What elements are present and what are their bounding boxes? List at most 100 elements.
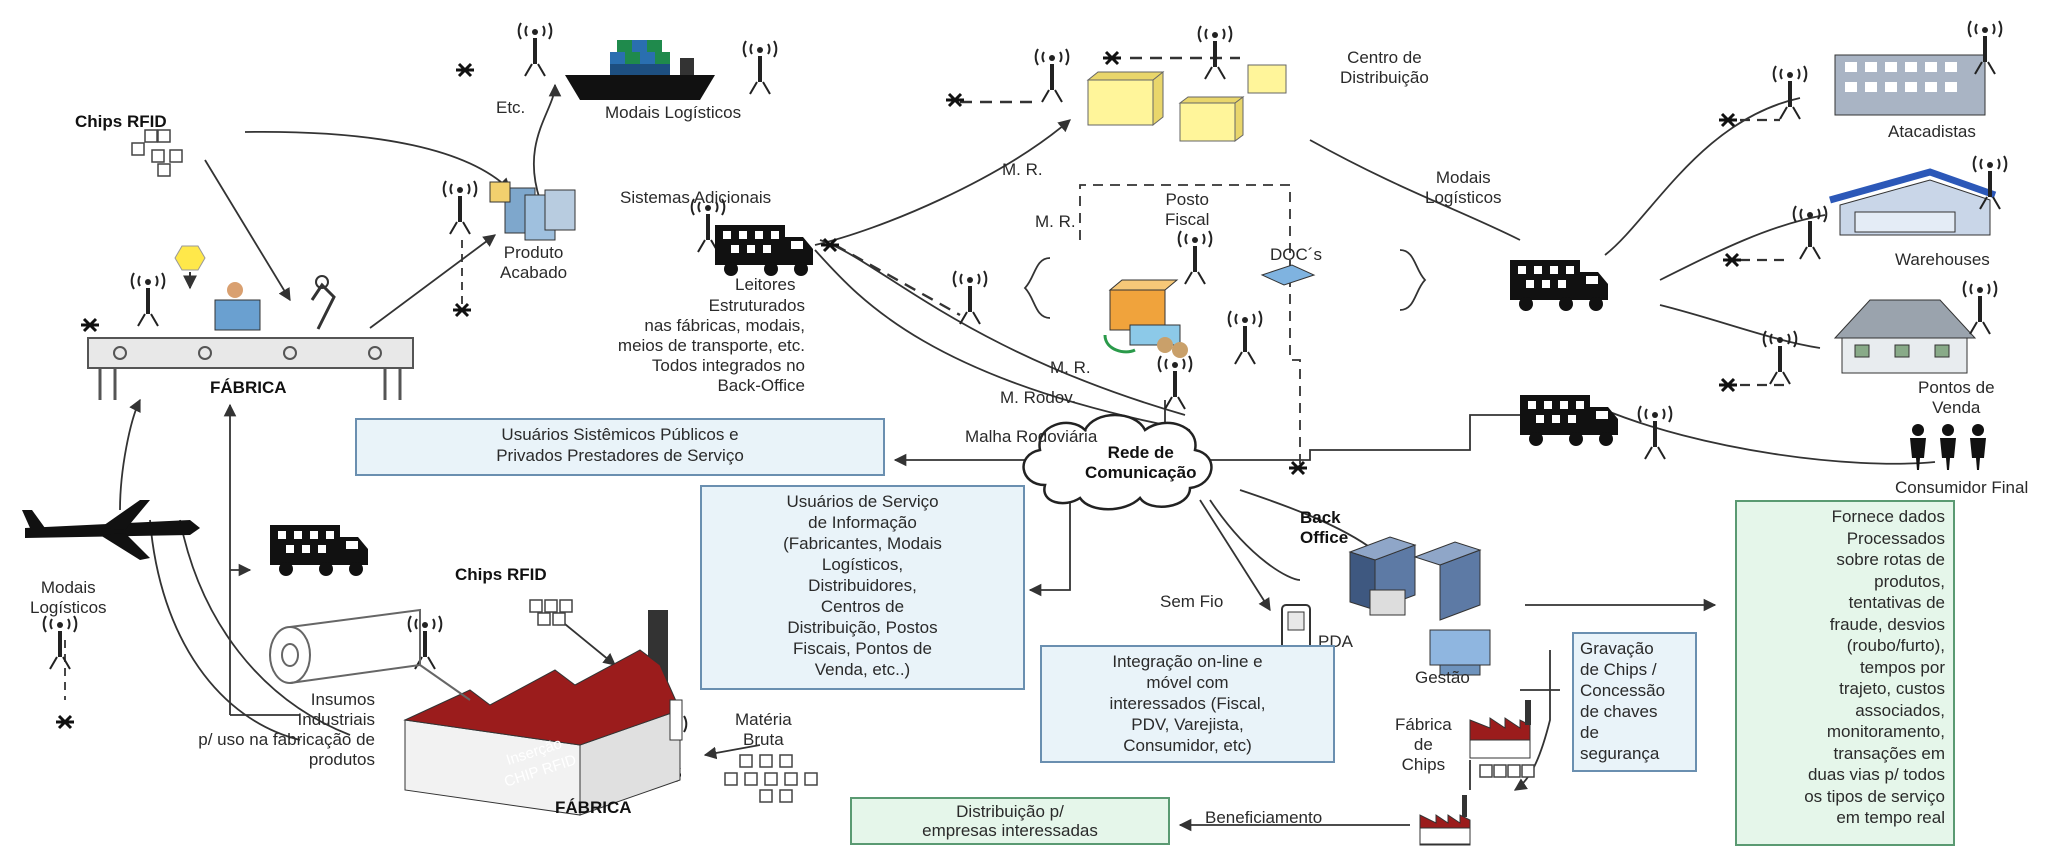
warehouse-icon [1829,155,2008,236]
box-line: Fornece dados [1831,507,1945,526]
insumos-label-line: Industriais [297,710,375,729]
box-line: Concessão [1580,681,1666,700]
consumidor-final-label: Consumidor Final [1895,478,2029,497]
box-line: Gravação [1580,639,1654,658]
distribuicao-label-line: Distribuição [1340,68,1429,87]
usuarios-servico-box: Usuários de Serviço de Informação (Fabri… [700,485,1025,690]
box-line: sobre rotas de [1836,550,1945,569]
modais-label-line: Modais [1435,168,1491,187]
airplane-icon [22,500,200,560]
box-line: Usuários Sistêmicos Públicos e [501,425,739,444]
etc-label: Etc. [496,98,526,117]
box-line: Fiscais, Pontos de [793,639,932,658]
de-label-line: de [1413,735,1433,754]
logisticos-label-line: Logísticos [1425,188,1502,207]
box-line: Consumidor, etc) [1123,736,1252,755]
box-line: Distribuição p/ [956,802,1064,821]
pontos-venda-label: Pontos de Venda [1918,378,1995,418]
insumos-label-line: produtos [308,750,375,769]
box-line: Integração on-line e [1112,652,1263,671]
warehouses-label: Warehouses [1895,250,1990,269]
beneficiamento-factory-icon [1419,795,1471,846]
centro-label-line: Centro de [1347,48,1422,67]
venda-label-line: Venda [1932,398,1981,417]
lamp-icon [174,245,206,290]
connection-lines [64,56,1936,832]
centro-distribuicao-label: Centro de Distribuição [1340,48,1429,88]
modais-logisticos-right-label: Modais Logísticos [1425,168,1502,208]
logisticos-label-line: Logísticos [30,598,107,617]
box-line: empresas interessadas [922,821,1098,840]
box-line: Distribuidores, [808,576,917,595]
conveyor-icon [87,275,414,400]
leitores-desc-line: Todos integrados no [651,356,805,375]
posto-fiscal-label: Posto Fiscal [1165,190,1209,230]
box-line: Usuários de Serviço [786,492,939,511]
materia-bruta-label: Matéria Bruta [735,710,792,750]
cloud-icon [1022,413,1213,511]
leitores-desc-line: meios de transporte, etc. [617,336,805,355]
box-line: transações em [1833,743,1946,763]
ship-icon [565,40,715,100]
docs-label: DOC´s [1270,245,1322,264]
insumos-label-line: p/ uso na fabricação de [198,730,375,749]
box-line: segurança [1580,744,1660,763]
box-line: Logísticos, [821,555,904,574]
bracket-lines [1023,249,1427,319]
box-line: associados, [1855,700,1945,720]
fornece-dados-box: Fornece dados Processados sobre rotas de… [1735,500,1955,846]
gestao-label: Gestão [1415,668,1470,687]
office-label-line: Office [1300,528,1349,547]
leitores-label: Leitores [735,275,796,294]
usuarios-sistemicos-box: Usuários Sistêmicos Públicos e Privados … [355,418,885,476]
house-icon [1833,280,1998,374]
comunicacao-label-line: Comunicação [1085,463,1197,482]
box-line: móvel com [1146,673,1229,692]
box-line: Privados Prestadores de Serviço [496,446,744,465]
gestao-computer-icon [1429,629,1491,676]
pda-icon [1281,604,1311,651]
box-line: os tipos de serviço [1804,786,1945,806]
distribuicao-box: Distribuição p/ empresas interessadas [850,797,1170,845]
fabrica-chips-label: Fábrica de Chips [1395,715,1452,775]
box-line: Venda, etc..) [814,660,911,679]
insumos-label: Insumos Industriais p/ uso na fabricação… [160,690,375,770]
fabrica-bottom-label: FÁBRICA [555,798,632,817]
chip-icons-row [1479,764,1535,778]
box-line: de chaves [1580,702,1658,721]
chip-factory-icon [1469,700,1531,759]
rede-label-line: Rede de [1107,443,1174,462]
materia-label-line: Matéria [735,710,792,729]
pontos-label-line: Pontos de [1918,378,1995,397]
produto-acabado-icon [489,181,576,241]
sem-fio-label: Sem Fio [1160,592,1224,611]
fabrica-label-line: Fábrica [1395,715,1452,734]
integracao-box: Integração on-line e móvel com interessa… [1040,645,1335,763]
building-icon [1834,20,2003,116]
box-line: em tempo real [1836,808,1945,827]
chip-icons-bottom [529,599,573,626]
bruta-label-line: Bruta [743,730,784,749]
box-line: (Fabricantes, Modais [783,534,942,553]
box-line: trajeto, custos [1839,679,1945,698]
chip-icons-top [131,129,183,177]
box-line: tentativas de [1848,593,1945,612]
box-line: fraude, desvios [1829,614,1945,634]
box-line: PDV, Varejista, [1131,715,1244,734]
back-label-line: Back [1300,508,1341,527]
atacadistas-label: Atacadistas [1888,122,1976,141]
posto-label-line: Posto [1165,190,1209,209]
box-line: Processados [1846,528,1945,548]
back-office-label: Back Office [1300,508,1348,548]
fabrica-top-label: FÁBRICA [210,378,287,397]
box-line: tempos por [1859,657,1945,677]
box-line: de [1580,723,1599,742]
chip-icons-materia [724,754,818,803]
mr-label-2: M. R. [1035,212,1076,231]
produto-acabado-label: Produto Acabado [500,243,567,283]
leitores-desc-line: nas fábricas, modais, [644,316,805,335]
acabado-label-line: Acabado [500,263,568,282]
gravacao-box: Gravação de Chips / Concessão de chaves … [1572,632,1697,772]
rede-comunicacao-label: Rede de Comunicação [1085,443,1196,483]
modais-logisticos-left-label: Modais Logísticos [30,578,107,618]
